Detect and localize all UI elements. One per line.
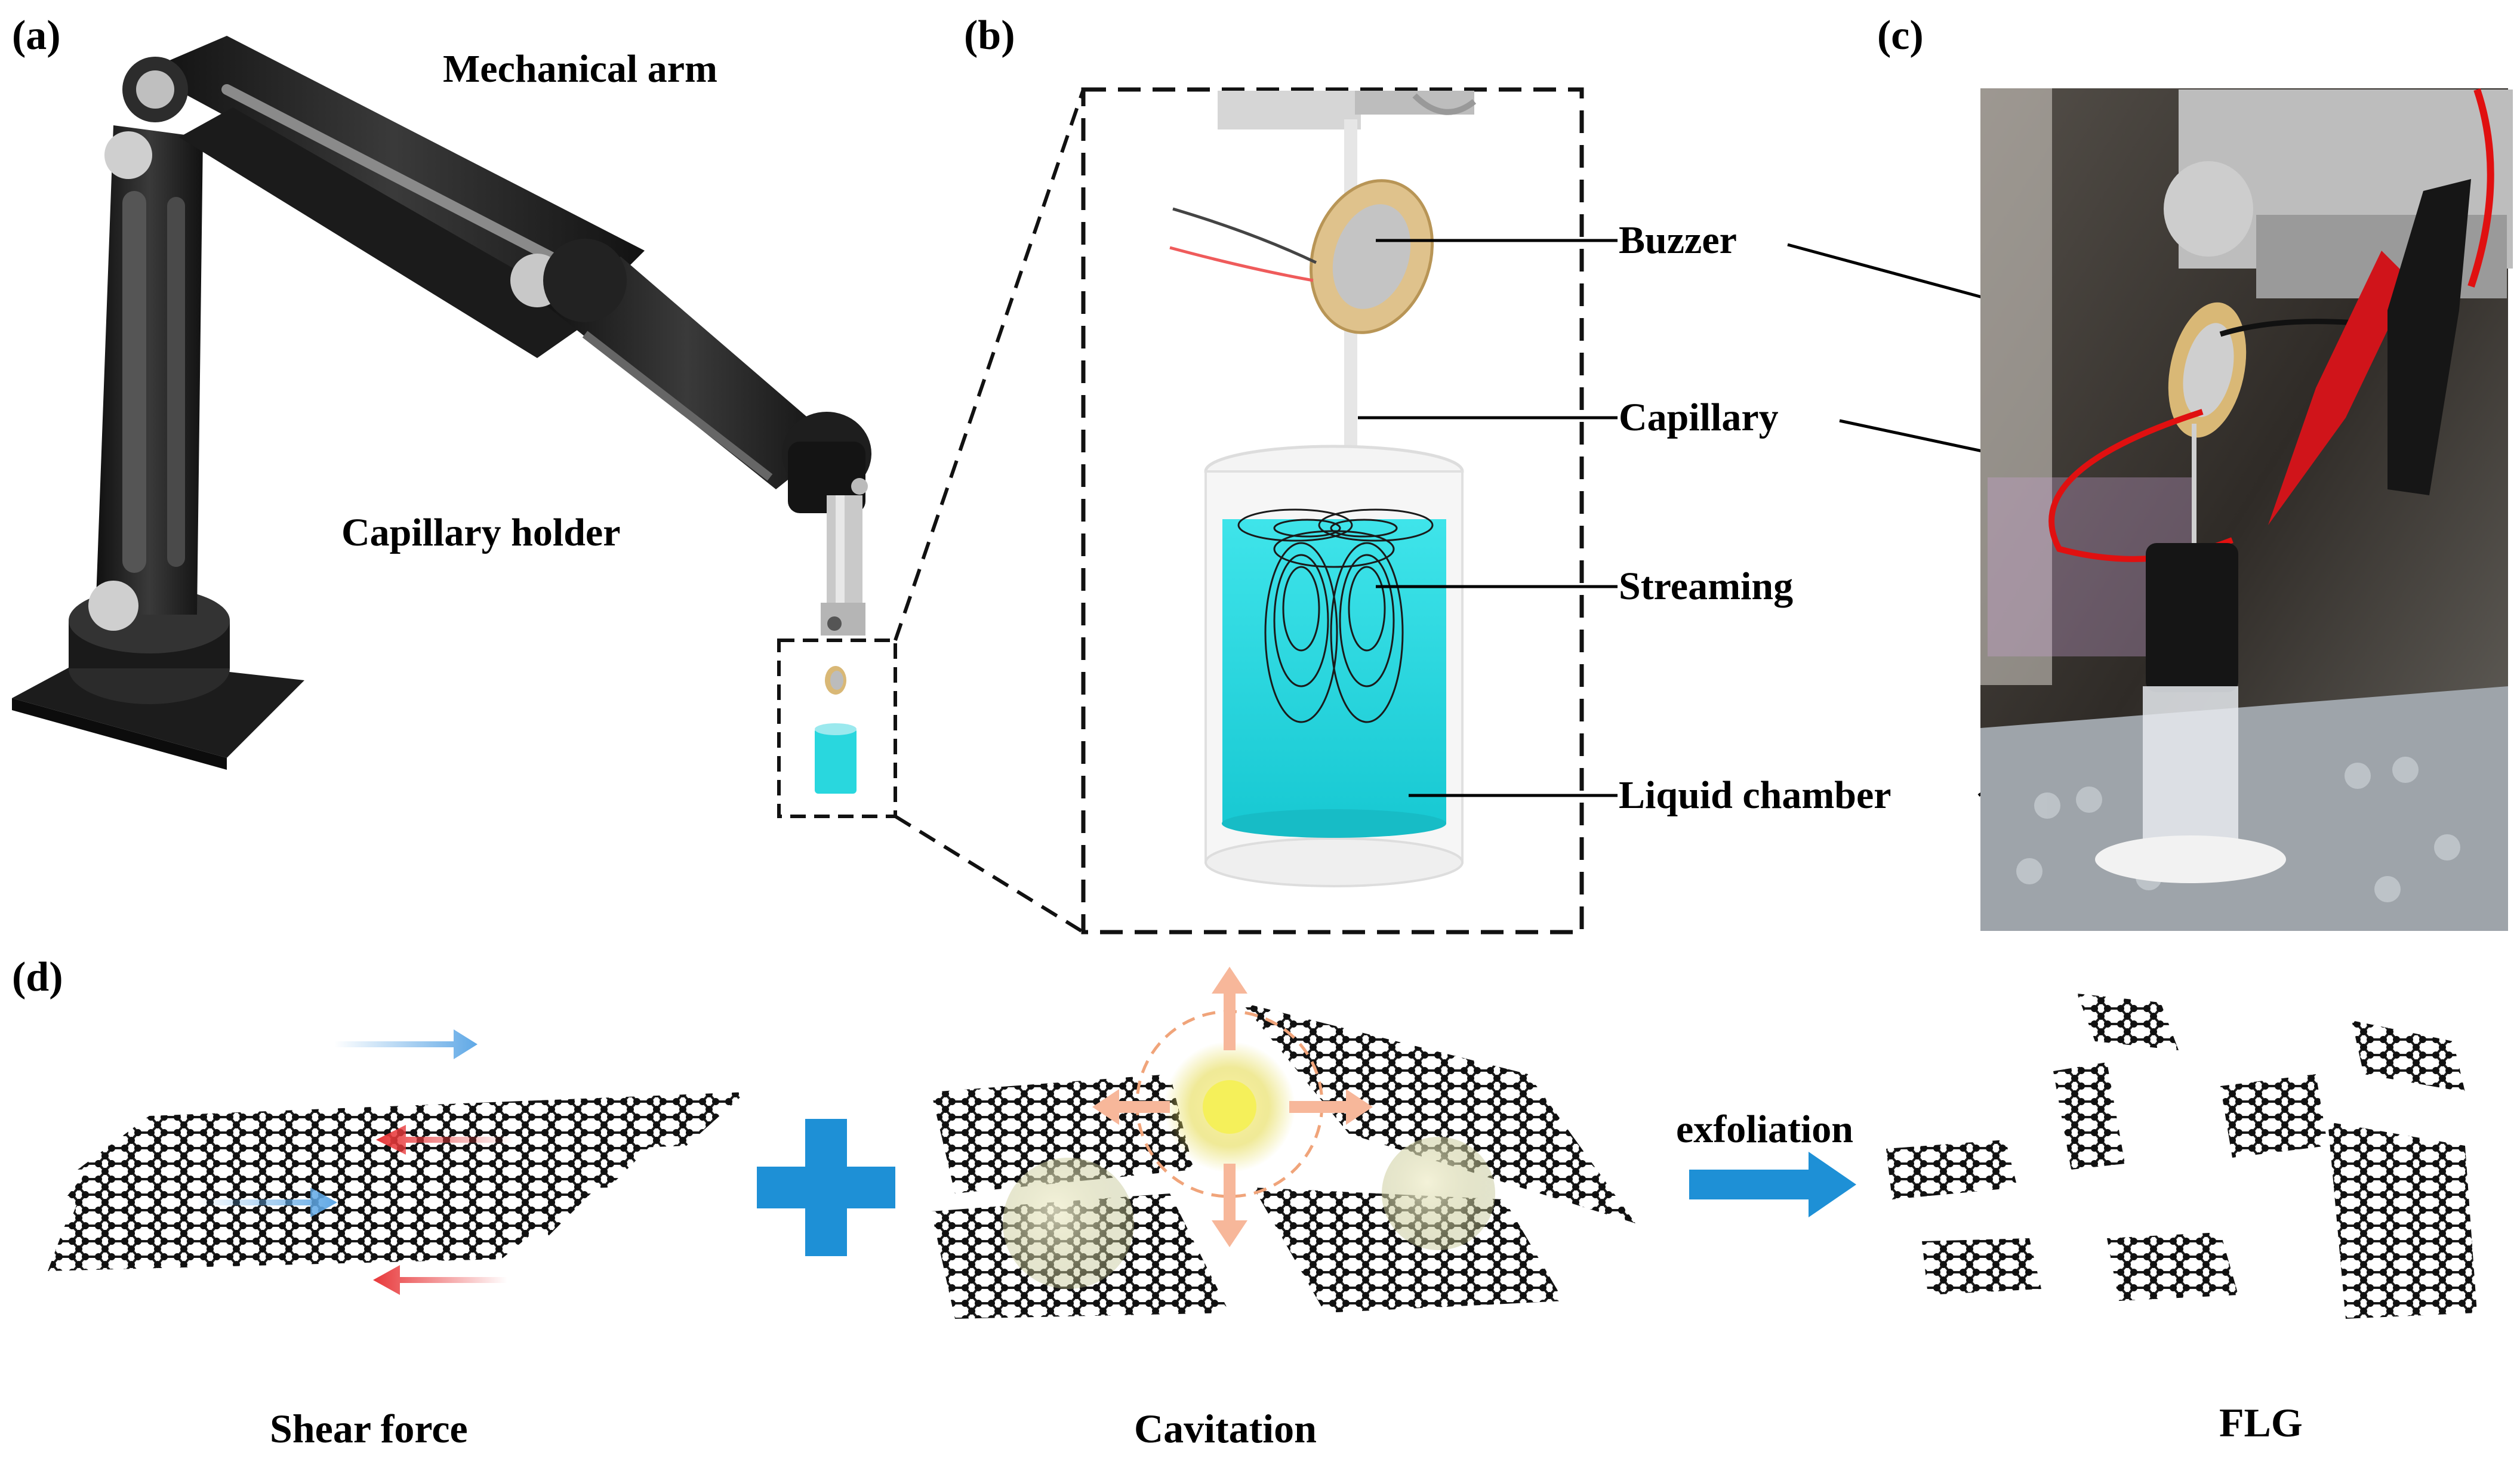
capillary-label: Capillary <box>1619 396 1779 439</box>
panel-label-d: (d) <box>12 954 63 1000</box>
experimental-setup-photo <box>1980 88 2513 931</box>
plus-icon <box>757 1119 895 1256</box>
flg-label: FLG <box>2219 1400 2303 1445</box>
mechanical-arm-illustration <box>12 36 871 794</box>
flg-flakes <box>1886 994 2477 1319</box>
capillary-holder-label: Capillary holder <box>341 511 621 554</box>
exfoliation-label: exfoliation <box>1676 1108 1853 1151</box>
panel-b-frame <box>1081 87 1584 934</box>
shear-arrow-red-2 <box>373 1265 507 1295</box>
panel-b-schematic <box>1169 91 1477 887</box>
inset-box <box>777 639 897 818</box>
exfoliation-arrow <box>1689 1152 1856 1217</box>
panel-label-a: (a) <box>12 13 61 58</box>
shear-arrow-top <box>334 1029 477 1059</box>
buzzer-label: Buzzer <box>1619 218 1737 262</box>
shear-force-illustration <box>48 1029 746 1295</box>
cavitation-label: Cavitation <box>1134 1406 1317 1451</box>
zoom-line-top <box>894 89 1085 641</box>
streaming-label: Streaming <box>1619 565 1794 608</box>
shear-arrow-red-1 <box>376 1125 513 1155</box>
mechanical-arm-label: Mechanical arm <box>443 47 718 91</box>
zoom-line-bottom <box>894 815 1085 934</box>
cavitation-illustration <box>931 967 1635 1319</box>
shear-arrow-blue-2 <box>197 1188 337 1217</box>
liquid-chamber-label: Liquid chamber <box>1619 773 1891 817</box>
shear-force-label: Shear force <box>270 1406 468 1451</box>
panel-label-c: (c) <box>1877 13 1924 58</box>
panel-label-b: (b) <box>964 13 1015 58</box>
